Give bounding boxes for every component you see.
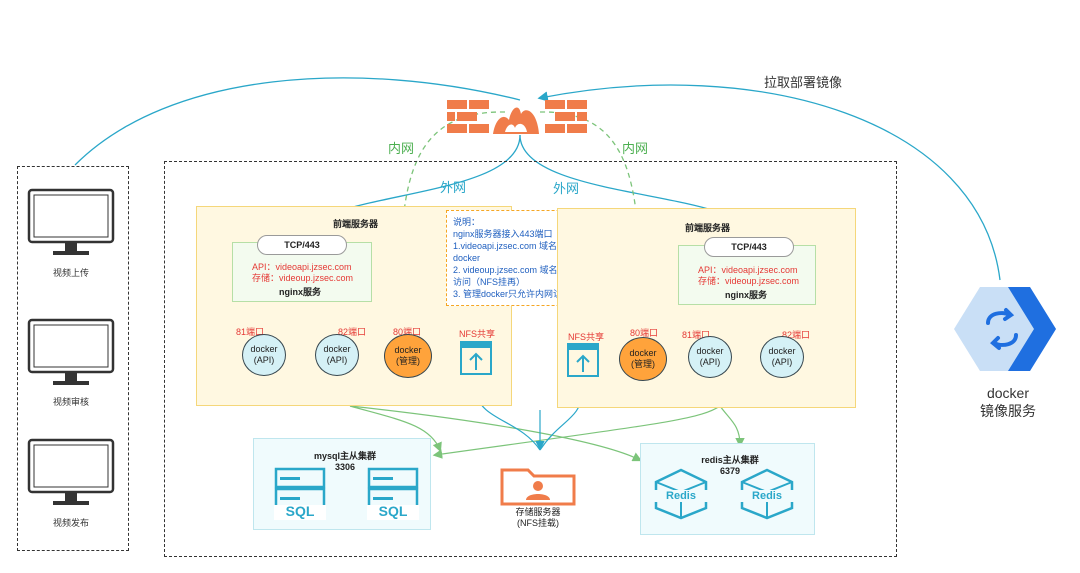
sql-database-icon: SQL <box>365 467 421 521</box>
left-tcp-pill: TCP/443 <box>257 235 347 255</box>
client-label-publish: 视频发布 <box>52 518 89 528</box>
registry-to-firewall-line <box>537 84 1001 281</box>
right-storage-domain: 存储：videoup.jzsec.com <box>698 276 800 286</box>
left-docker-mgmt: docker(管理) <box>384 334 432 378</box>
firewall-icon <box>447 100 587 136</box>
right-port-80: 80端口 <box>630 328 659 338</box>
right-nginx-label: nginx服务 <box>725 290 767 300</box>
storage-server-label: 存储服务器(NFS挂载) <box>515 507 561 528</box>
redis-cluster <box>640 443 815 535</box>
pull-image-label: 拉取部署镜像 <box>764 75 843 90</box>
client-to-firewall-line <box>74 77 521 166</box>
left-port-80: 80端口 <box>393 327 422 337</box>
right-nfs-share-icon <box>566 342 600 378</box>
right-docker-mgmt: docker(管理) <box>619 337 667 381</box>
datacenter-group <box>164 161 897 557</box>
right-docker-api-1: docker(API) <box>688 336 732 378</box>
redis-cube-icon: Redis <box>738 468 796 520</box>
monitor-icon <box>27 438 115 508</box>
right-api-domain: API：videoapi.jzsec.com <box>698 265 798 275</box>
left-storage-domain: 存储：videoup.jzsec.com <box>252 273 354 283</box>
intranet-left-line <box>394 111 506 323</box>
monitor-icon <box>27 188 115 258</box>
client-group <box>17 166 129 551</box>
left-nginx-label: nginx服务 <box>279 287 321 297</box>
intranet-right-label: 内网 <box>622 141 649 156</box>
left-docker-api-2: docker(API) <box>315 334 359 376</box>
monitor-icon <box>27 318 115 388</box>
right-server-title: 前端服务器 <box>685 223 731 233</box>
right-tcp-pill: TCP/443 <box>704 237 794 257</box>
right-nfs-label: NFS共享 <box>568 332 605 342</box>
storage-folder-icon <box>498 464 578 506</box>
left-server-title: 前端服务器 <box>333 219 379 229</box>
left-nfs-share-icon <box>459 340 493 376</box>
intranet-left-label: 内网 <box>388 141 415 156</box>
right-frontend-server <box>557 208 856 408</box>
left-api-domain: API：videoapi.jzsec.com <box>252 262 352 272</box>
right-docker-api-2: docker(API) <box>760 336 804 378</box>
docker-registry-icon <box>950 283 1060 375</box>
right-port-82: 82端口 <box>782 330 811 340</box>
client-label-upload: 视频上传 <box>52 268 89 278</box>
right-port-81: 81端口 <box>682 330 711 340</box>
sql-database-icon: SQL <box>272 467 328 521</box>
left-port-82: 82端口 <box>338 327 367 337</box>
redis-cube-icon: Redis <box>652 468 710 520</box>
left-docker-api-1: docker(API) <box>242 334 286 376</box>
client-label-review: 视频审核 <box>52 397 89 407</box>
internet-right-label: 外网 <box>553 181 580 196</box>
internet-left-label: 外网 <box>440 180 467 195</box>
left-nfs-label: NFS共享 <box>459 329 496 339</box>
left-port-81: 81端口 <box>236 327 265 337</box>
